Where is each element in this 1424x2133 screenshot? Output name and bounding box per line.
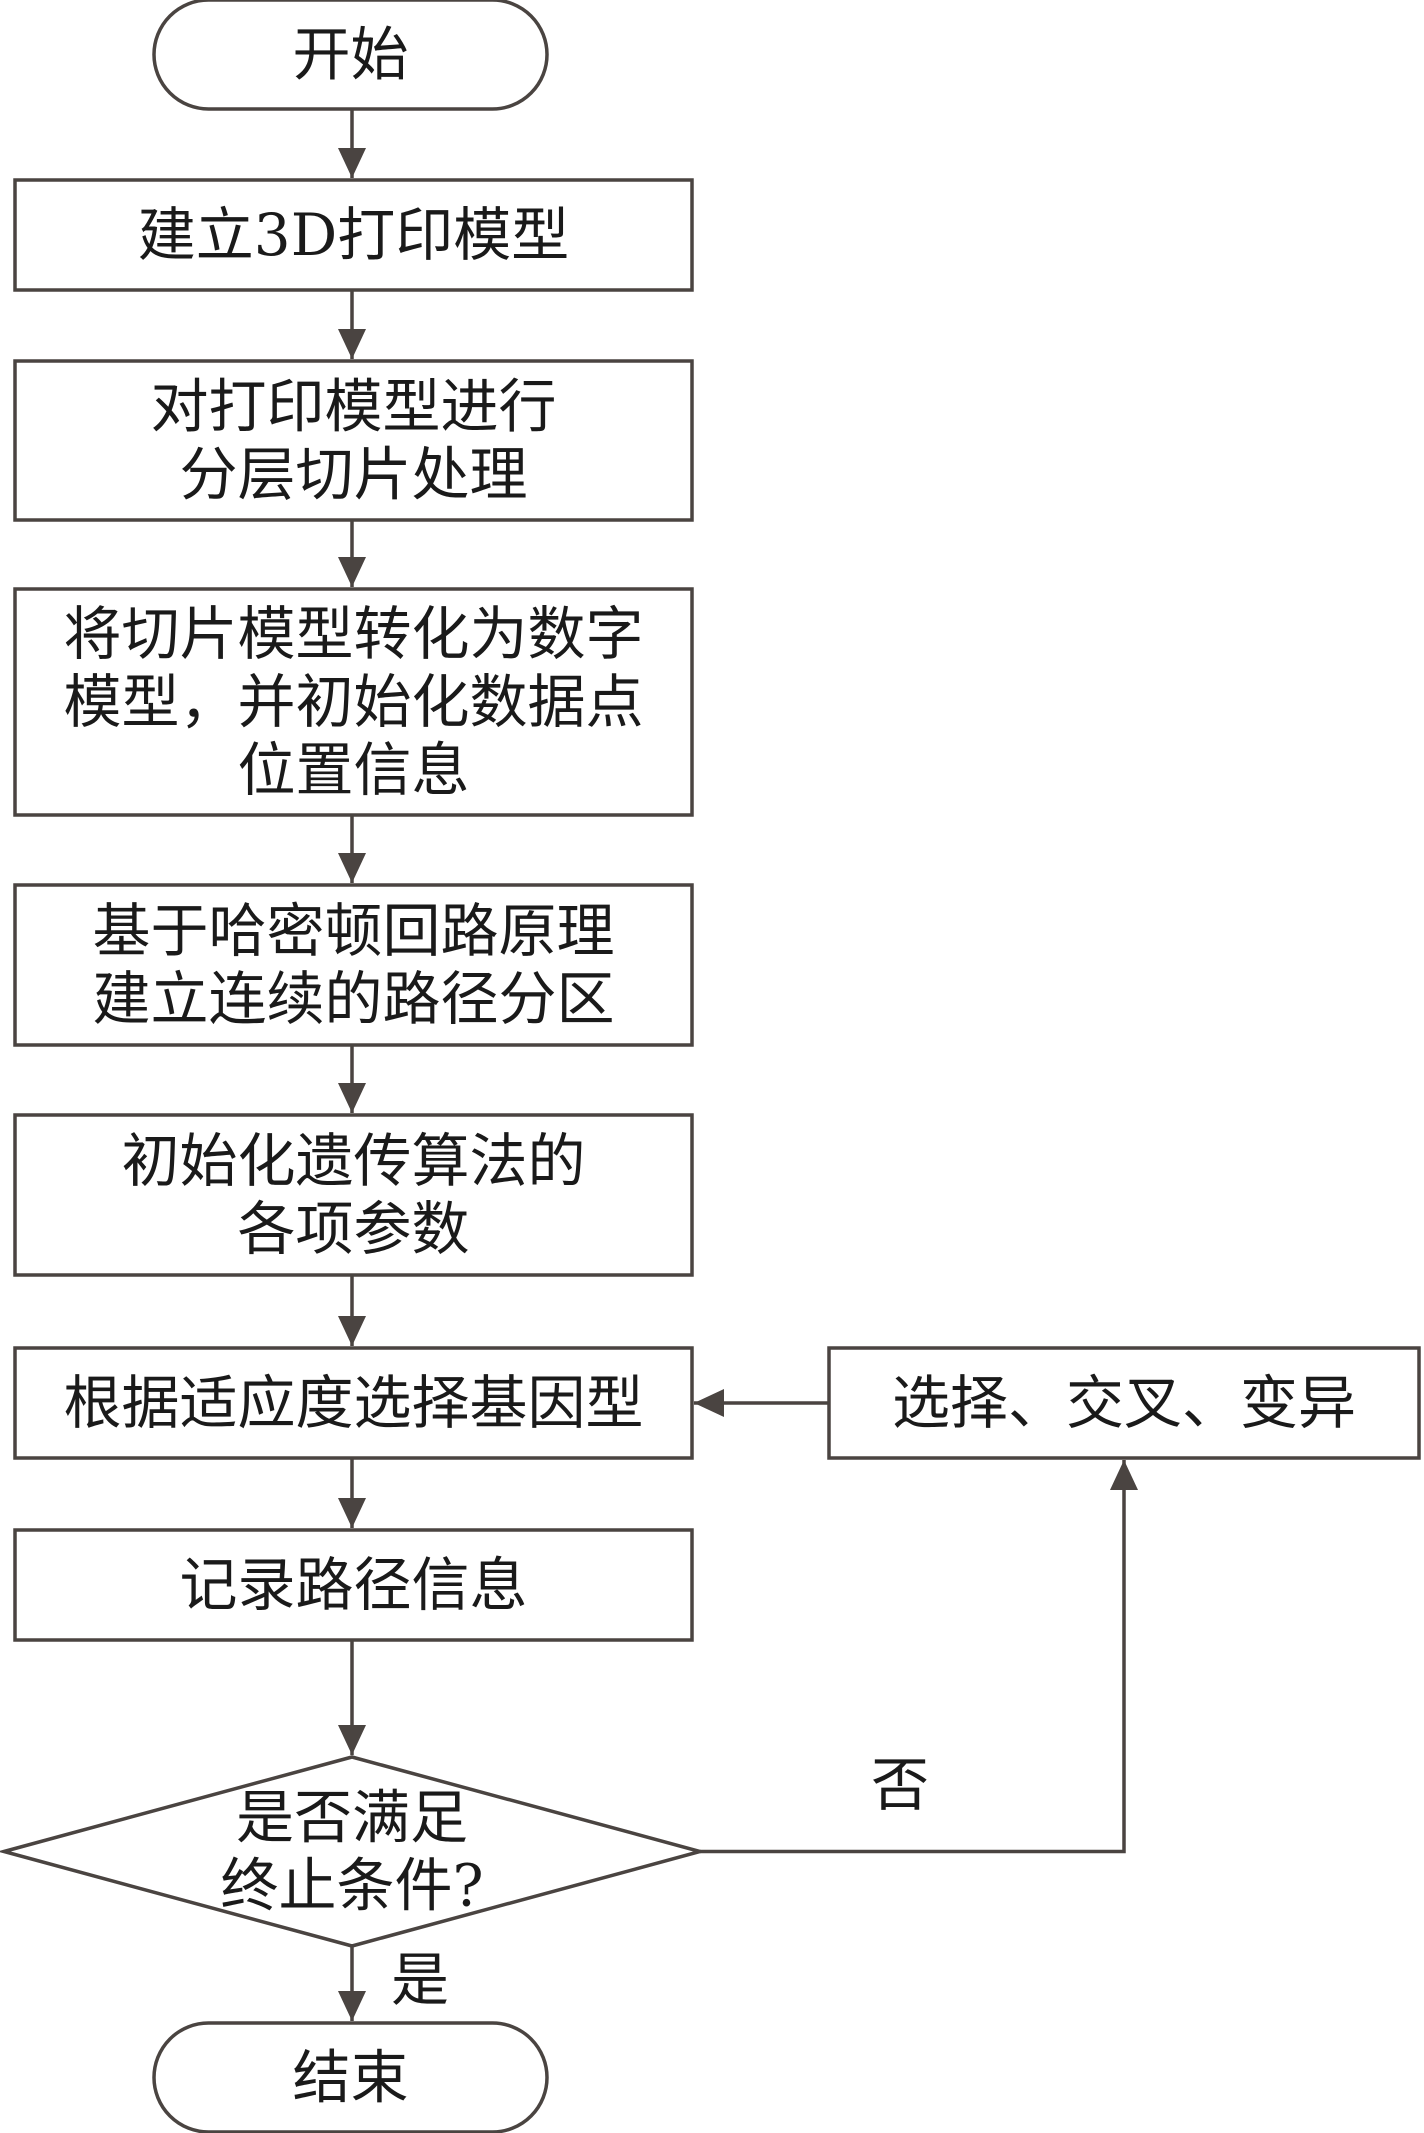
node-label-line: 模型，并初始化数据点 — [63, 668, 643, 736]
process-box — [13, 359, 694, 522]
node-label-line: 根据适应度选择基因型 — [63, 1369, 643, 1437]
node-label-line: 基于哈密顿回路原理 — [92, 897, 614, 965]
terminator-shape — [152, 2021, 549, 2133]
arrow-head — [338, 1725, 366, 1755]
node-label-line: 位置信息 — [237, 736, 469, 804]
arrow-head — [1110, 1460, 1138, 1490]
edge-label-yes: 是 — [391, 1946, 449, 2014]
node-genetic-ops: 选择、交叉、变异 — [827, 1346, 1421, 1460]
edge-ga-init-to-select-genotype — [338, 1275, 366, 1346]
process-box — [13, 178, 694, 292]
node-end: 结束 — [152, 2021, 549, 2133]
arrow-head — [338, 1316, 366, 1346]
node-label-line: 选择、交叉、变异 — [892, 1369, 1356, 1437]
arrow-head — [338, 148, 366, 178]
edge-select-genotype-to-record-path — [338, 1458, 366, 1528]
node-label-line: 终止条件? — [220, 1852, 483, 1920]
node-label-line: 开始 — [292, 21, 408, 89]
process-box — [13, 883, 694, 1047]
node-label-line: 记录路径信息 — [179, 1551, 527, 1619]
arrow-head — [694, 1389, 724, 1417]
decision-diamond — [0, 1755, 707, 1948]
node-start: 开始 — [152, 0, 549, 111]
node-label-line: 建立3D打印模型 — [138, 201, 569, 269]
process-box — [13, 1113, 694, 1277]
node-label-line: 结束 — [292, 2044, 408, 2112]
edge-partition-to-ga-init — [338, 1045, 366, 1113]
process-box — [13, 1528, 694, 1642]
node-label-line: 对打印模型进行 — [150, 373, 556, 441]
node-label-line: 各项参数 — [237, 1195, 469, 1263]
edge-label-no: 否 — [871, 1751, 929, 1819]
edge-decision-to-end: 是 — [338, 1946, 449, 2021]
node-label-line: 将切片模型转化为数字 — [63, 600, 643, 668]
process-box — [13, 587, 694, 817]
arrow-head — [338, 1083, 366, 1113]
node-label-line: 建立连续的路径分区 — [92, 965, 614, 1033]
node-label-line: 初始化遗传算法的 — [121, 1127, 585, 1195]
node-record-path: 记录路径信息 — [13, 1528, 694, 1642]
terminator-shape — [152, 0, 549, 111]
edge-start-to-build-model — [338, 109, 366, 178]
edge-slice-to-digitize — [338, 520, 366, 587]
arrow-head — [338, 329, 366, 359]
edge-decision-to-genetic-ops: 否 — [700, 1460, 1138, 1854]
arrow-head — [338, 853, 366, 883]
node-select-genotype: 根据适应度选择基因型 — [13, 1346, 694, 1460]
node-label-line: 分层切片处理 — [179, 441, 527, 509]
edge-record-path-to-decision — [338, 1640, 366, 1755]
edges-layer: 是否 — [338, 109, 1138, 2021]
edge-genetic-ops-to-select-genotype — [694, 1389, 829, 1417]
edge-digitize-to-partition — [338, 815, 366, 883]
node-build-model: 建立3D打印模型 — [13, 178, 694, 292]
edge-build-model-to-slice — [338, 290, 366, 359]
arrow-head — [338, 557, 366, 587]
arrow-head — [338, 1991, 366, 2021]
process-box — [827, 1346, 1421, 1460]
process-box — [13, 1346, 694, 1460]
connector-line — [700, 1460, 1126, 1854]
node-label-line: 是否满足 — [236, 1784, 468, 1852]
arrow-head — [338, 1498, 366, 1528]
